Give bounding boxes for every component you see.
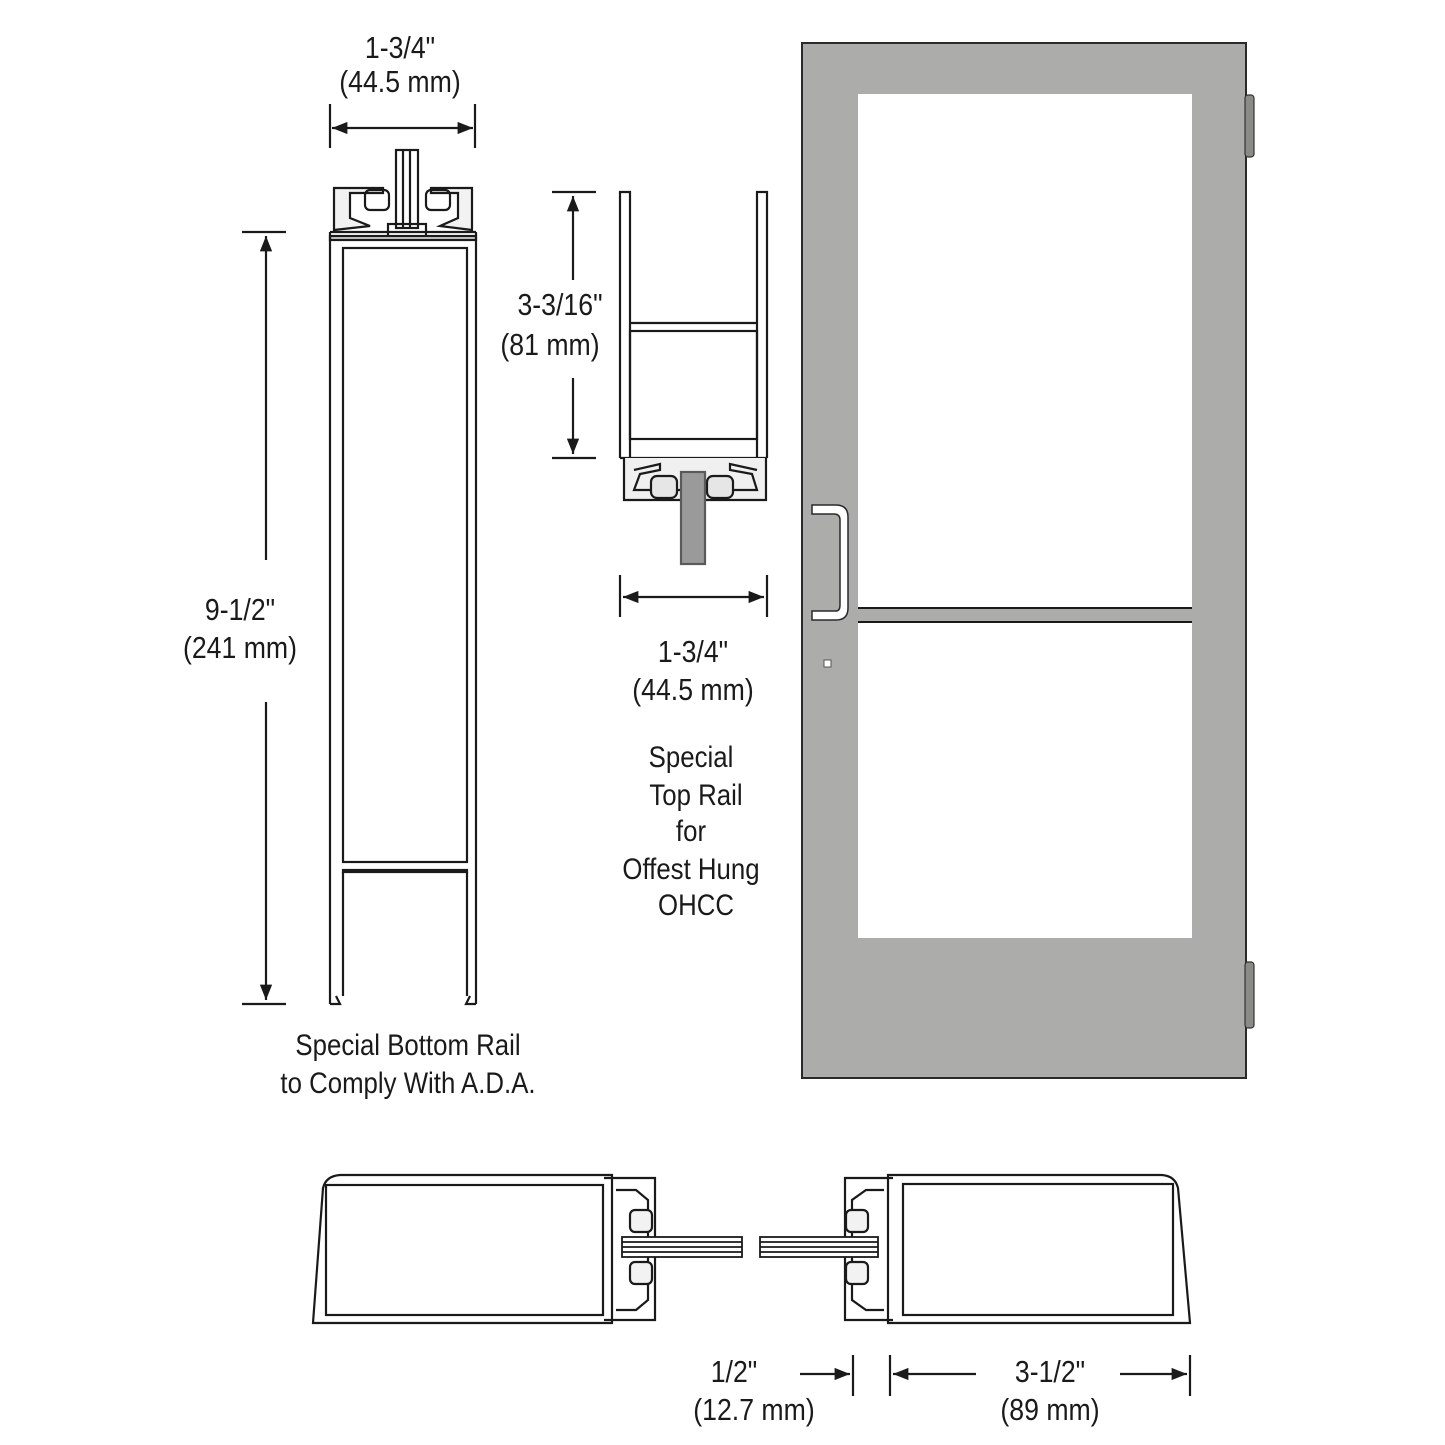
top-rail-section xyxy=(552,190,769,617)
top-rail-caption-line3: for xyxy=(675,815,707,848)
stile-right-dim-imperial: 3-1/2" xyxy=(1014,1354,1086,1389)
bottom-rail-height-imperial: 9-1/2" xyxy=(204,592,276,627)
top-rail-caption-line2: Top Rail xyxy=(649,779,743,812)
top-rail-width-imperial: 1-3/4" xyxy=(657,634,729,669)
bottom-rail-height-metric: (241 mm) xyxy=(182,630,298,665)
door-elevation xyxy=(801,42,1255,1079)
top-rail-caption-line4: Offest Hung xyxy=(622,853,760,886)
bottom-rail-caption-line2: to Comply With A.D.A. xyxy=(280,1067,536,1100)
top-rail-width-metric: (44.5 mm) xyxy=(632,672,754,707)
top-rail-caption-line5: OHCC xyxy=(658,889,734,922)
stile-plan-section xyxy=(311,1173,1192,1396)
bottom-rail-caption-line1: Special Bottom Rail xyxy=(295,1029,521,1062)
top-rail-height-imperial: 3-3/16" xyxy=(517,287,603,322)
bottom-rail-section xyxy=(242,104,478,1006)
stile-left-dim-metric: (12.7 mm) xyxy=(693,1392,815,1427)
top-rail-height-metric: (81 mm) xyxy=(500,327,600,362)
stile-left-dim-imperial: 1/2" xyxy=(710,1354,758,1389)
bottom-rail-width-imperial: 1-3/4" xyxy=(364,30,436,65)
stile-right-dim-metric: (89 mm) xyxy=(1000,1392,1100,1427)
bottom-rail-width-metric: (44.5 mm) xyxy=(339,64,461,99)
top-rail-caption-line1: Special xyxy=(648,741,734,774)
